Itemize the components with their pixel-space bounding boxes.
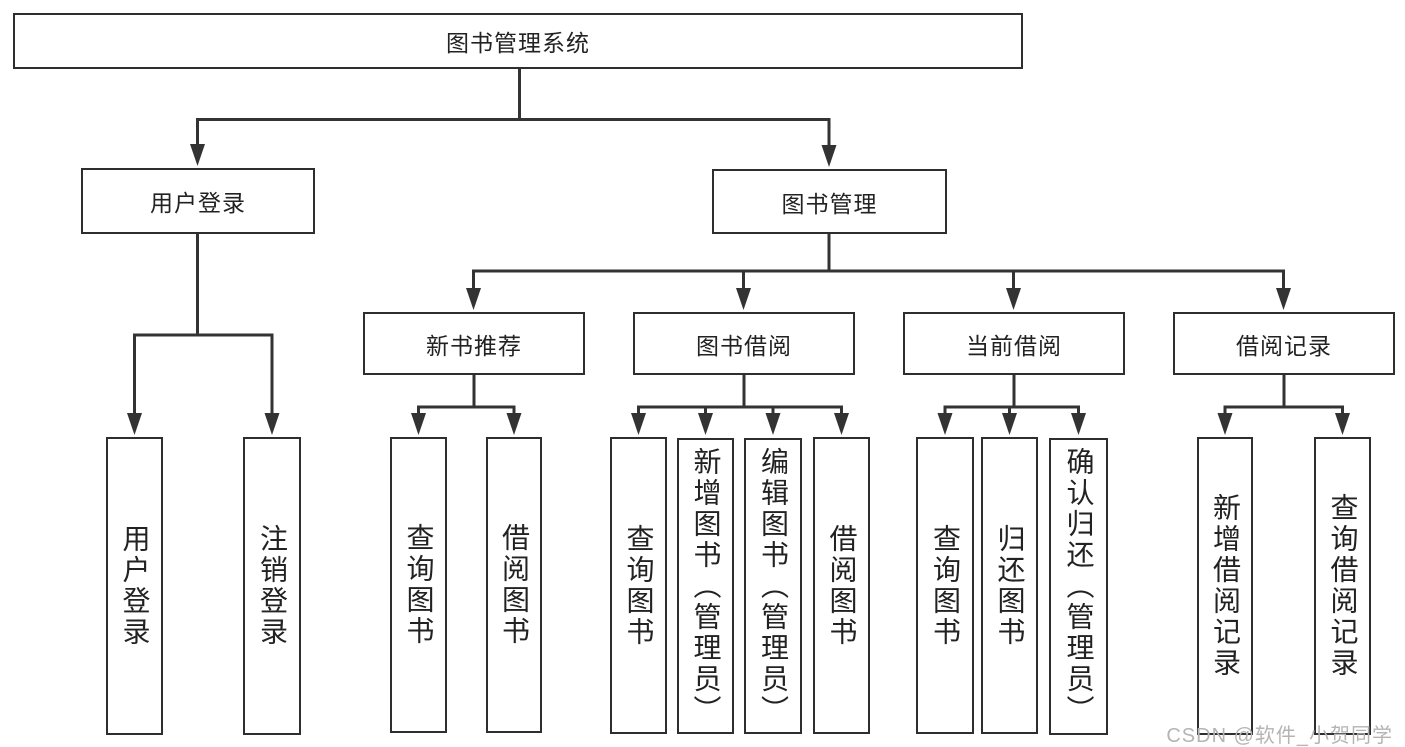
node-book-management: 图书管理 bbox=[712, 169, 947, 234]
leaf-query-borrow-record: 查询借阅记录 bbox=[1314, 437, 1371, 735]
node-current-borrowing: 当前借阅 bbox=[903, 312, 1125, 375]
leaf-query-books-recommend: 查询图书 bbox=[390, 437, 447, 733]
csdn-watermark: CSDN @软件_小贺同学 bbox=[1166, 725, 1393, 747]
leaf-borrow-books: 借阅图书 bbox=[813, 437, 870, 734]
node-user-login: 用户登录 bbox=[81, 168, 315, 234]
leaf-return-books: 归还图书 bbox=[981, 437, 1038, 734]
leaf-logout: 注销登录 bbox=[243, 437, 301, 735]
node-new-book-recommendation: 新书推荐 bbox=[363, 312, 585, 375]
leaf-confirm-return-admin: 确认归还（管理员） bbox=[1049, 438, 1108, 735]
node-library-management-system: 图书管理系统 bbox=[13, 13, 1023, 69]
leaf-query-books-current: 查询图书 bbox=[916, 437, 974, 734]
leaf-add-books-admin: 新增图书（管理员） bbox=[677, 438, 734, 734]
node-borrowing-records: 借阅记录 bbox=[1173, 312, 1395, 375]
leaf-borrow-books-recommend: 借阅图书 bbox=[486, 437, 542, 733]
node-book-borrowing: 图书借阅 bbox=[633, 312, 855, 375]
leaf-user-login: 用户登录 bbox=[106, 437, 163, 735]
leaf-query-books-borrow: 查询图书 bbox=[610, 437, 667, 734]
leaf-add-borrow-record: 新增借阅记录 bbox=[1197, 437, 1253, 735]
leaf-edit-books-admin: 编辑图书（管理员） bbox=[744, 438, 802, 734]
